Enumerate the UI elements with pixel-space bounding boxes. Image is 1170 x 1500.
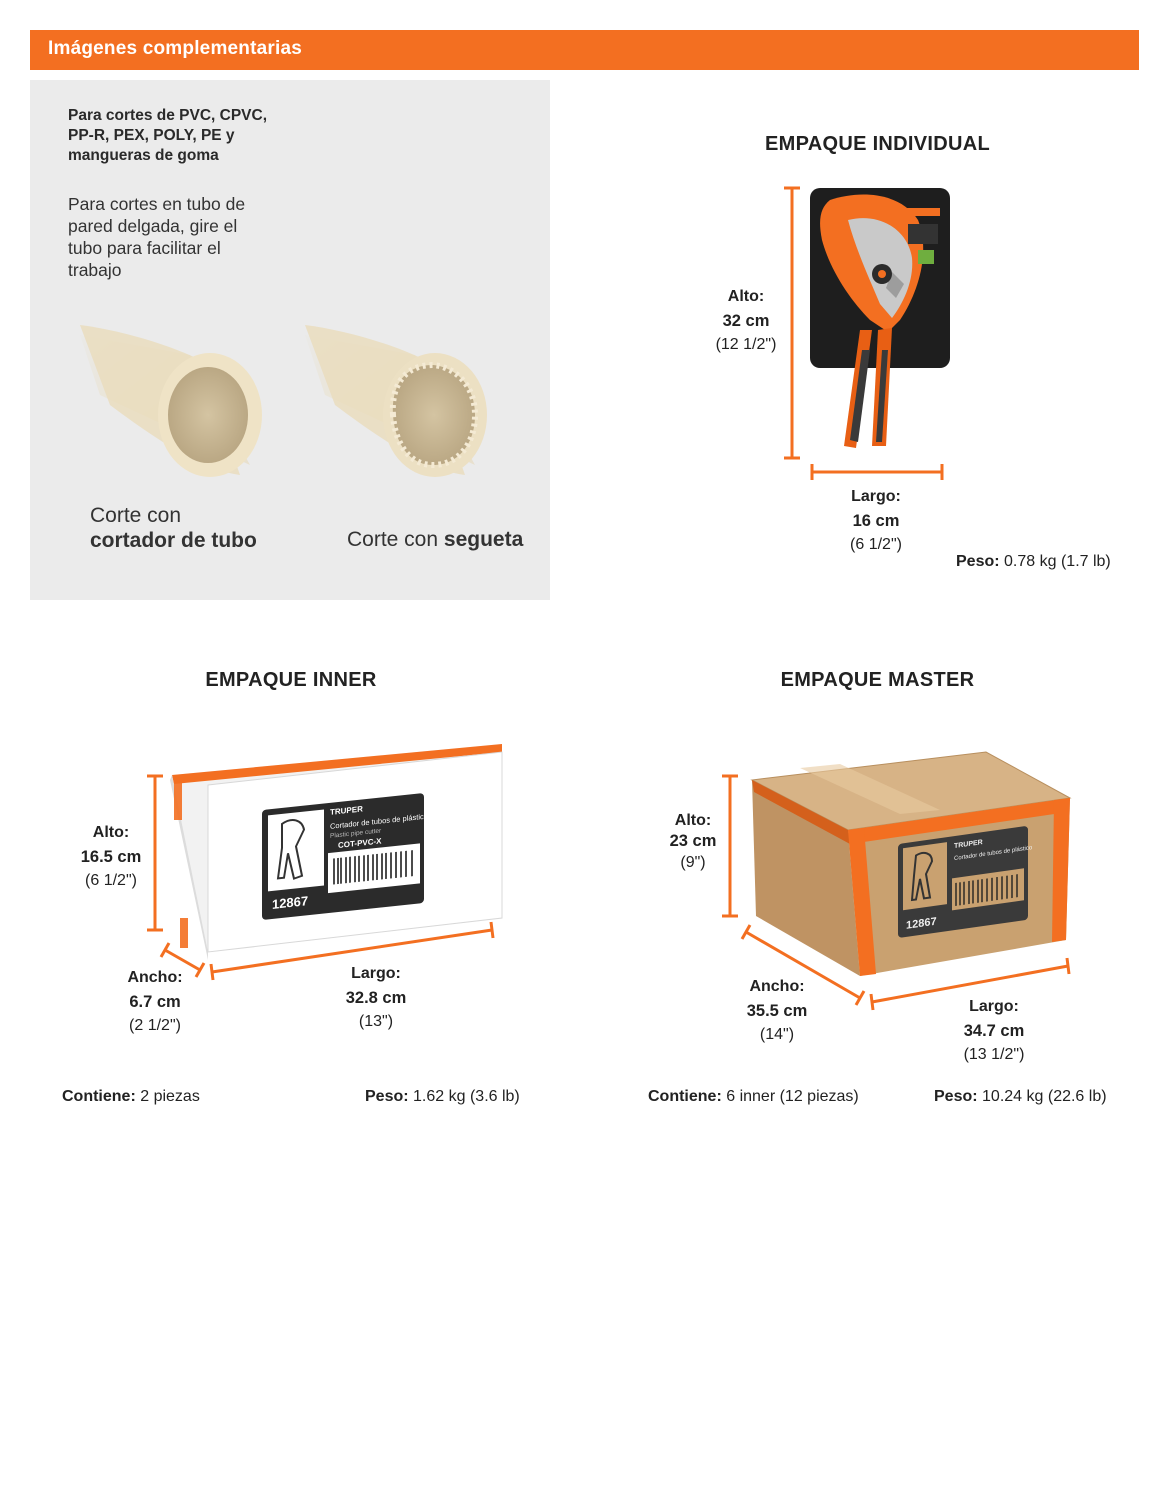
master-title: EMPAQUE MASTER (780, 669, 975, 691)
master-dimension-lines (722, 774, 1071, 1011)
inner-ancho-cm: 6.7 cm (129, 993, 181, 1011)
inner-title: EMPAQUE INNER (205, 669, 377, 691)
section-header-title: Imágenes complementarias (48, 38, 303, 59)
master-box-image: TRUPER Cortador de tubos de plástico 128… (750, 751, 1072, 976)
individual-alto-cm: 32 cm (722, 312, 770, 330)
individual-peso-value: 0.78 kg (1.7 lb) (1004, 553, 1111, 570)
caption-cutter-prefix: Corte con (90, 504, 182, 527)
inner-contiene-value: 2 piezas (140, 1088, 200, 1105)
inner-box-image: TRUPER Cortador de tubos de plástico Pla… (170, 744, 503, 960)
individual-largo-in: (6 1/2") (850, 536, 902, 553)
master-ancho-key: Ancho: (749, 978, 805, 995)
caption-saw-bold: segueta (443, 528, 524, 551)
master-box-code: 12867 (906, 916, 937, 932)
inner-largo-cm: 32.8 cm (345, 989, 407, 1007)
caption-cutter: Corte con cortador de tubo (90, 503, 257, 553)
info-heading: Para cortes de PVC, CPVC, PP-R, PEX, POL… (68, 107, 267, 164)
master-peso-value: 10.24 kg (22.6 lb) (982, 1088, 1107, 1105)
individual-alto-in: (12 1/2") (715, 336, 777, 353)
master-box-brand: TRUPER (954, 839, 983, 850)
master-peso: Peso: 10.24 kg (22.6 lb) (934, 1088, 1107, 1106)
info-body: Para cortes en tubo de pared delgada, gi… (68, 194, 246, 280)
inner-alto-cm: 16.5 cm (80, 848, 142, 866)
inner-contiene-key: Contiene: (62, 1088, 136, 1105)
inner-ancho-key: Ancho: (127, 969, 183, 986)
pipe-cutter-package-image (810, 188, 950, 448)
inner-largo-key: Largo: (351, 965, 401, 982)
inner-largo-in: (13") (358, 1013, 394, 1030)
individual-peso: Peso: 0.78 kg (1.7 lb) (956, 553, 1111, 571)
master-largo-in: (13 1/2") (963, 1046, 1025, 1063)
individual-largo-cm: 16 cm (852, 512, 900, 530)
pipe-clean-cut (80, 325, 262, 477)
master-contiene-value: 6 inner (12 piezas) (726, 1088, 859, 1105)
individual-alto-label: Alto: 32 cm (12 1/2") (706, 285, 786, 357)
caption-saw: Corte con segueta (347, 527, 523, 552)
inner-ancho-label: Ancho: 6.7 cm (2 1/2") (114, 966, 196, 1038)
inner-dimension-lines (147, 774, 495, 981)
caption-saw-prefix: Corte con (347, 528, 439, 551)
inner-box-code: 12867 (272, 893, 308, 912)
master-peso-key: Peso: (934, 1088, 978, 1105)
individual-dimension-lines (784, 186, 944, 480)
inner-peso-value: 1.62 kg (3.6 lb) (413, 1088, 520, 1105)
individual-largo-label: Largo: 16 cm (6 1/2") (836, 485, 916, 557)
master-largo-key: Largo: (969, 998, 1019, 1015)
pipe-rough-cut (305, 325, 487, 477)
inner-ancho-in: (2 1/2") (129, 1017, 181, 1034)
master-alto-label: Alto: 23 cm (9") (652, 809, 734, 875)
master-ancho-label: Ancho: 35.5 cm (14") (736, 975, 818, 1047)
master-contiene-key: Contiene: (648, 1088, 722, 1105)
inner-alto-key: Alto: (92, 824, 130, 841)
inner-contiene: Contiene: 2 piezas (62, 1088, 200, 1106)
individual-alto-key: Alto: (727, 288, 765, 305)
inner-alto-in: (6 1/2") (85, 872, 137, 889)
master-largo-label: Largo: 34.7 cm (13 1/2") (948, 995, 1040, 1067)
master-alto-cm: 23 cm (669, 832, 717, 850)
inner-largo-label: Largo: 32.8 cm (13") (335, 962, 417, 1034)
master-contiene: Contiene: 6 inner (12 piezas) (648, 1088, 859, 1106)
master-ancho-in: (14") (759, 1026, 795, 1043)
caption-cutter-bold: cortador de tubo (90, 529, 257, 552)
inner-box-brand: TRUPER (330, 804, 363, 816)
individual-largo-key: Largo: (851, 488, 901, 505)
inner-alto-label: Alto: 16.5 cm (6 1/2") (70, 821, 152, 893)
pipe-cuts-image (80, 325, 487, 477)
master-alto-in: (9") (680, 854, 706, 871)
master-alto-key: Alto: (674, 812, 712, 829)
individual-title: EMPAQUE INDIVIDUAL (764, 133, 991, 155)
inner-peso: Peso: 1.62 kg (3.6 lb) (365, 1088, 520, 1106)
inner-peso-key: Peso: (365, 1088, 409, 1105)
master-largo-cm: 34.7 cm (963, 1022, 1025, 1040)
individual-peso-key: Peso: (956, 553, 1000, 570)
master-ancho-cm: 35.5 cm (746, 1002, 808, 1020)
section-header-bar (30, 30, 1139, 70)
